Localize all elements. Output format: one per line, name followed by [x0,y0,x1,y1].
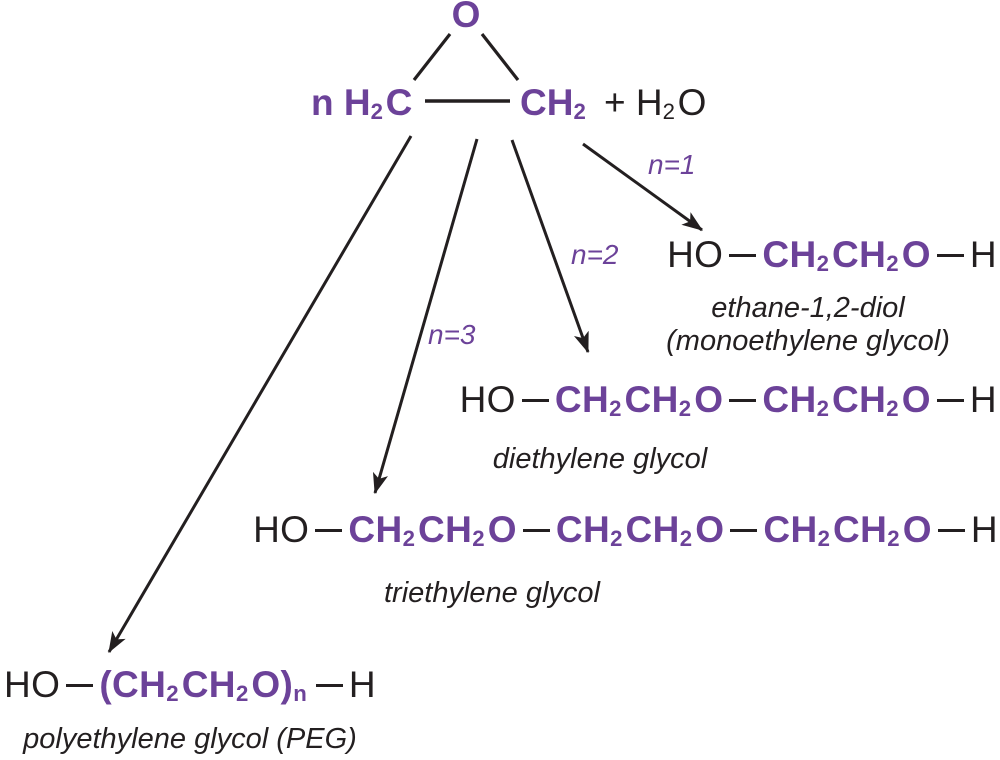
formula-segment: CH2CH2O [762,234,931,277]
bond-dash [315,528,343,533]
caption-line: (monoethylene glycol) [666,325,950,357]
formula-peg: HO (CH2CH2O)n H [4,664,376,707]
bond-dash [521,398,549,403]
caption-peg: polyethylene glycol (PEG) [23,723,357,755]
epoxide-right-methylene: CH2 [520,82,586,125]
branch-label-n1: n=1 [648,149,696,180]
formula-ethane-diol: HO CH2CH2O H [667,234,997,277]
formula-segment: (CH2CH2O)n [99,664,308,707]
formula-segment: HO [253,509,310,550]
branch-label-n2: n=2 [571,239,619,270]
formula-triethylene-glycol: HO CH2CH2O CH2CH2O CH2CH2O H [253,509,998,552]
caption-ethane-diol: ethane-1,2-diol (monoethylene glycol) [666,292,950,358]
arrow-to-ethane-diol [582,142,703,232]
bond-dash [522,528,550,533]
arrow-to-diethylene-glycol [510,139,590,354]
caption-diethylene-glycol: diethylene glycol [492,443,708,475]
formula-segment: CH2CH2O [762,379,931,422]
bond-dash [936,398,964,403]
bond-dash [66,683,94,688]
bond-dash [729,398,757,403]
formula-segment: H [969,234,997,275]
bond-dash [936,253,964,258]
bond-dash [315,683,343,688]
bond-dash [730,528,758,533]
epoxide-left-methylene: n H2C [311,82,413,125]
branch-label-n3: n=3 [428,319,476,350]
formula-segment: HO [459,379,516,420]
arrow-to-peg [107,135,413,654]
plus-water-term: + H2O [604,82,707,125]
formula-diethylene-glycol: HO CH2CH2O CH2CH2O H [459,379,997,422]
formula-segment: CH2CH2O [348,509,517,552]
epoxide-oxygen-atom: O [451,0,481,35]
bond-dash [729,253,757,258]
caption-line: ethane-1,2-diol [711,292,905,324]
formula-segment: HO [667,234,724,275]
formula-segment: CH2CH2O [554,379,724,422]
formula-segment: CH2CH2O [555,509,725,552]
caption-triethylene-glycol: triethylene glycol [384,577,600,609]
ring-bond-right [480,33,520,81]
ring-bond-left [412,33,452,81]
arrow-to-triethylene-glycol [372,138,479,495]
formula-segment: HO [4,664,61,705]
formula-segment: H [348,664,376,705]
formula-segment: H [970,509,998,550]
formula-segment: H [969,379,997,420]
bond-dash [937,528,965,533]
formula-segment: CH2CH2O [763,509,932,552]
